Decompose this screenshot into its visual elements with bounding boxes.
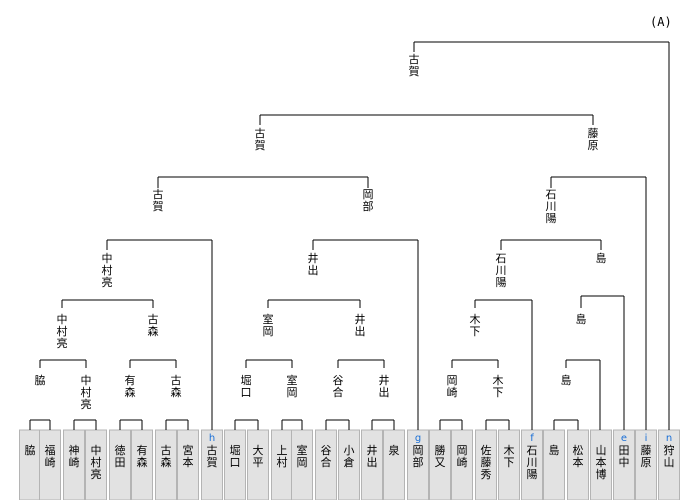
winner-label: 木下 bbox=[493, 374, 504, 399]
player-name: 田中 bbox=[619, 444, 630, 469]
player-name: 室岡 bbox=[297, 443, 308, 469]
seed-marker: f bbox=[530, 433, 534, 444]
winner-label: 堀口 bbox=[241, 374, 252, 399]
winner-label: 古賀 bbox=[409, 53, 420, 78]
player-name: 大平 bbox=[253, 443, 264, 469]
winner-label: 島 bbox=[561, 373, 572, 387]
seed-marker: n bbox=[666, 433, 672, 444]
winner-label: 中村亮 bbox=[102, 252, 113, 289]
winner-label: 井出 bbox=[355, 312, 366, 338]
winner-label: 木下 bbox=[470, 313, 481, 338]
winner-label: 藤原 bbox=[588, 127, 599, 152]
player-name: 有森 bbox=[137, 443, 148, 469]
winner-label: 石川陽 bbox=[546, 188, 557, 225]
player-name: 宮本 bbox=[183, 443, 194, 469]
player-name: 藤原 bbox=[641, 444, 652, 469]
player-name: 山本博 bbox=[596, 444, 607, 481]
player-name: 石川陽 bbox=[527, 444, 538, 481]
player-name: 勝又 bbox=[435, 443, 446, 469]
player-name: 徳田 bbox=[115, 444, 126, 469]
winner-label: 室岡 bbox=[287, 373, 298, 399]
player-name: 松本 bbox=[573, 443, 584, 469]
winner-label: 岡部 bbox=[363, 188, 374, 213]
player-name: 島 bbox=[549, 443, 560, 457]
player-name: 岡部 bbox=[413, 444, 424, 469]
player-name: 中村亮 bbox=[91, 444, 102, 481]
winner-label: 島 bbox=[596, 251, 607, 265]
player-name: 岡崎 bbox=[457, 444, 468, 469]
winner-label: 古賀 bbox=[255, 127, 266, 152]
winner-label: 古森 bbox=[148, 313, 159, 338]
player-cell bbox=[590, 429, 612, 500]
winner-label: 脇 bbox=[35, 374, 46, 387]
winner-label: 石川陽 bbox=[496, 252, 507, 289]
player-name: 古賀 bbox=[207, 444, 218, 469]
player-name: 小倉 bbox=[344, 444, 355, 469]
seed-marker: g bbox=[415, 433, 421, 444]
seed-marker: i bbox=[645, 433, 648, 444]
player-cell bbox=[19, 429, 41, 500]
seed-marker: h bbox=[209, 433, 215, 444]
player-name: 泉 bbox=[389, 443, 400, 457]
winner-label: 岡崎 bbox=[447, 374, 458, 399]
winner-label: 古森 bbox=[171, 374, 182, 399]
player-name: 井出 bbox=[367, 443, 378, 469]
page-label: (A) bbox=[650, 15, 672, 29]
winner-label: 中村亮 bbox=[81, 374, 92, 411]
player-name: 狩山 bbox=[664, 443, 675, 469]
winner-label: 島 bbox=[576, 312, 587, 326]
player-name: 福崎 bbox=[45, 443, 56, 469]
player-name: 古森 bbox=[161, 444, 172, 469]
player-name: 谷合 bbox=[321, 444, 332, 469]
player-cell bbox=[543, 429, 565, 500]
winner-label: 有森 bbox=[125, 373, 136, 399]
winner-label: 谷合 bbox=[333, 374, 344, 399]
seed-marker: e bbox=[621, 433, 627, 444]
player-name: 神崎 bbox=[69, 443, 80, 469]
player-name: 木下 bbox=[504, 444, 515, 469]
winner-label: 井出 bbox=[308, 251, 319, 277]
winner-label: 井出 bbox=[379, 373, 390, 399]
player-name: 佐藤秀 bbox=[481, 443, 492, 481]
winner-label: 古賀 bbox=[153, 188, 164, 213]
player-name: 上村 bbox=[277, 444, 288, 469]
player-name: 脇 bbox=[25, 444, 36, 457]
player-name: 堀口 bbox=[230, 444, 241, 469]
winner-label: 中村亮 bbox=[57, 313, 68, 350]
winner-label: 室岡 bbox=[263, 312, 274, 338]
player-cell bbox=[383, 429, 405, 500]
